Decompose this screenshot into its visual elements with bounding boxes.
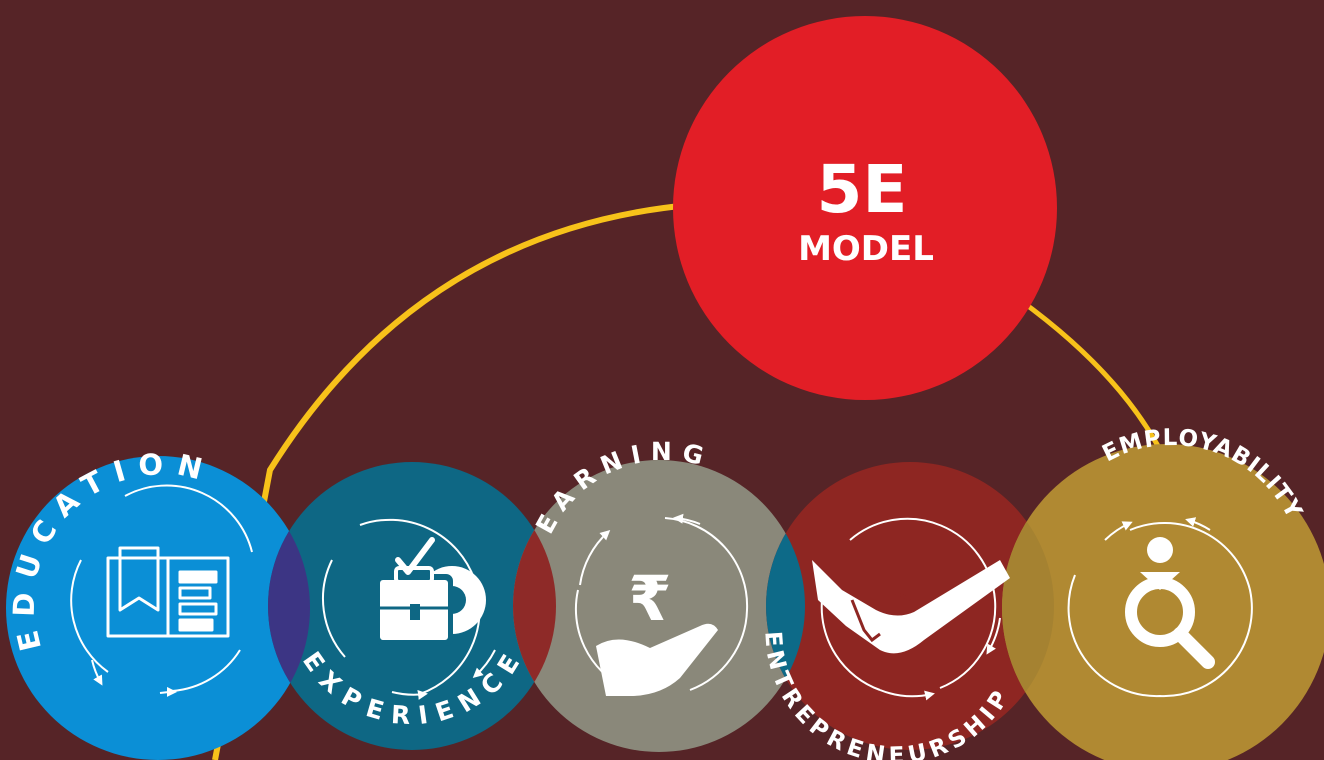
person-search-icon (1125, 537, 1215, 669)
open-book-icon (106, 546, 230, 638)
ring-education-arrow-b (91, 659, 103, 686)
svg-text:₹: ₹ (628, 562, 671, 635)
handshake-icon (812, 560, 1010, 654)
ring-entrepreneurship-arrow-a (879, 689, 935, 701)
ring-education (70, 484, 253, 692)
ring-education-arrow-a (159, 686, 177, 697)
ring-employability-arrow-a (1104, 521, 1133, 541)
hub-background (673, 16, 1057, 400)
ring-employability (1067, 521, 1253, 698)
ring-earning-arrow-b (579, 529, 611, 586)
stage-circle-earning (513, 460, 805, 752)
ring-experience-arrow-a (391, 689, 428, 700)
hub-title: 5E (816, 151, 907, 228)
hub-subtitle: MODEL (798, 229, 934, 269)
stage-circle-employability (1002, 444, 1324, 760)
briefcase-gear-icon (377, 537, 486, 646)
ring-experience-arrow-b (472, 649, 496, 678)
stage-circle-entrepreneurship (766, 462, 1054, 750)
ring-employability-arrow-b (1185, 517, 1211, 531)
ring-entrepreneurship-arrow-b (986, 617, 1001, 655)
rupee-hand-icon: ₹ (596, 562, 718, 696)
hub-circle: 5E MODEL (673, 16, 1057, 400)
connector-arc-left (212, 202, 691, 760)
ring-earning-arrow-a (673, 513, 701, 525)
